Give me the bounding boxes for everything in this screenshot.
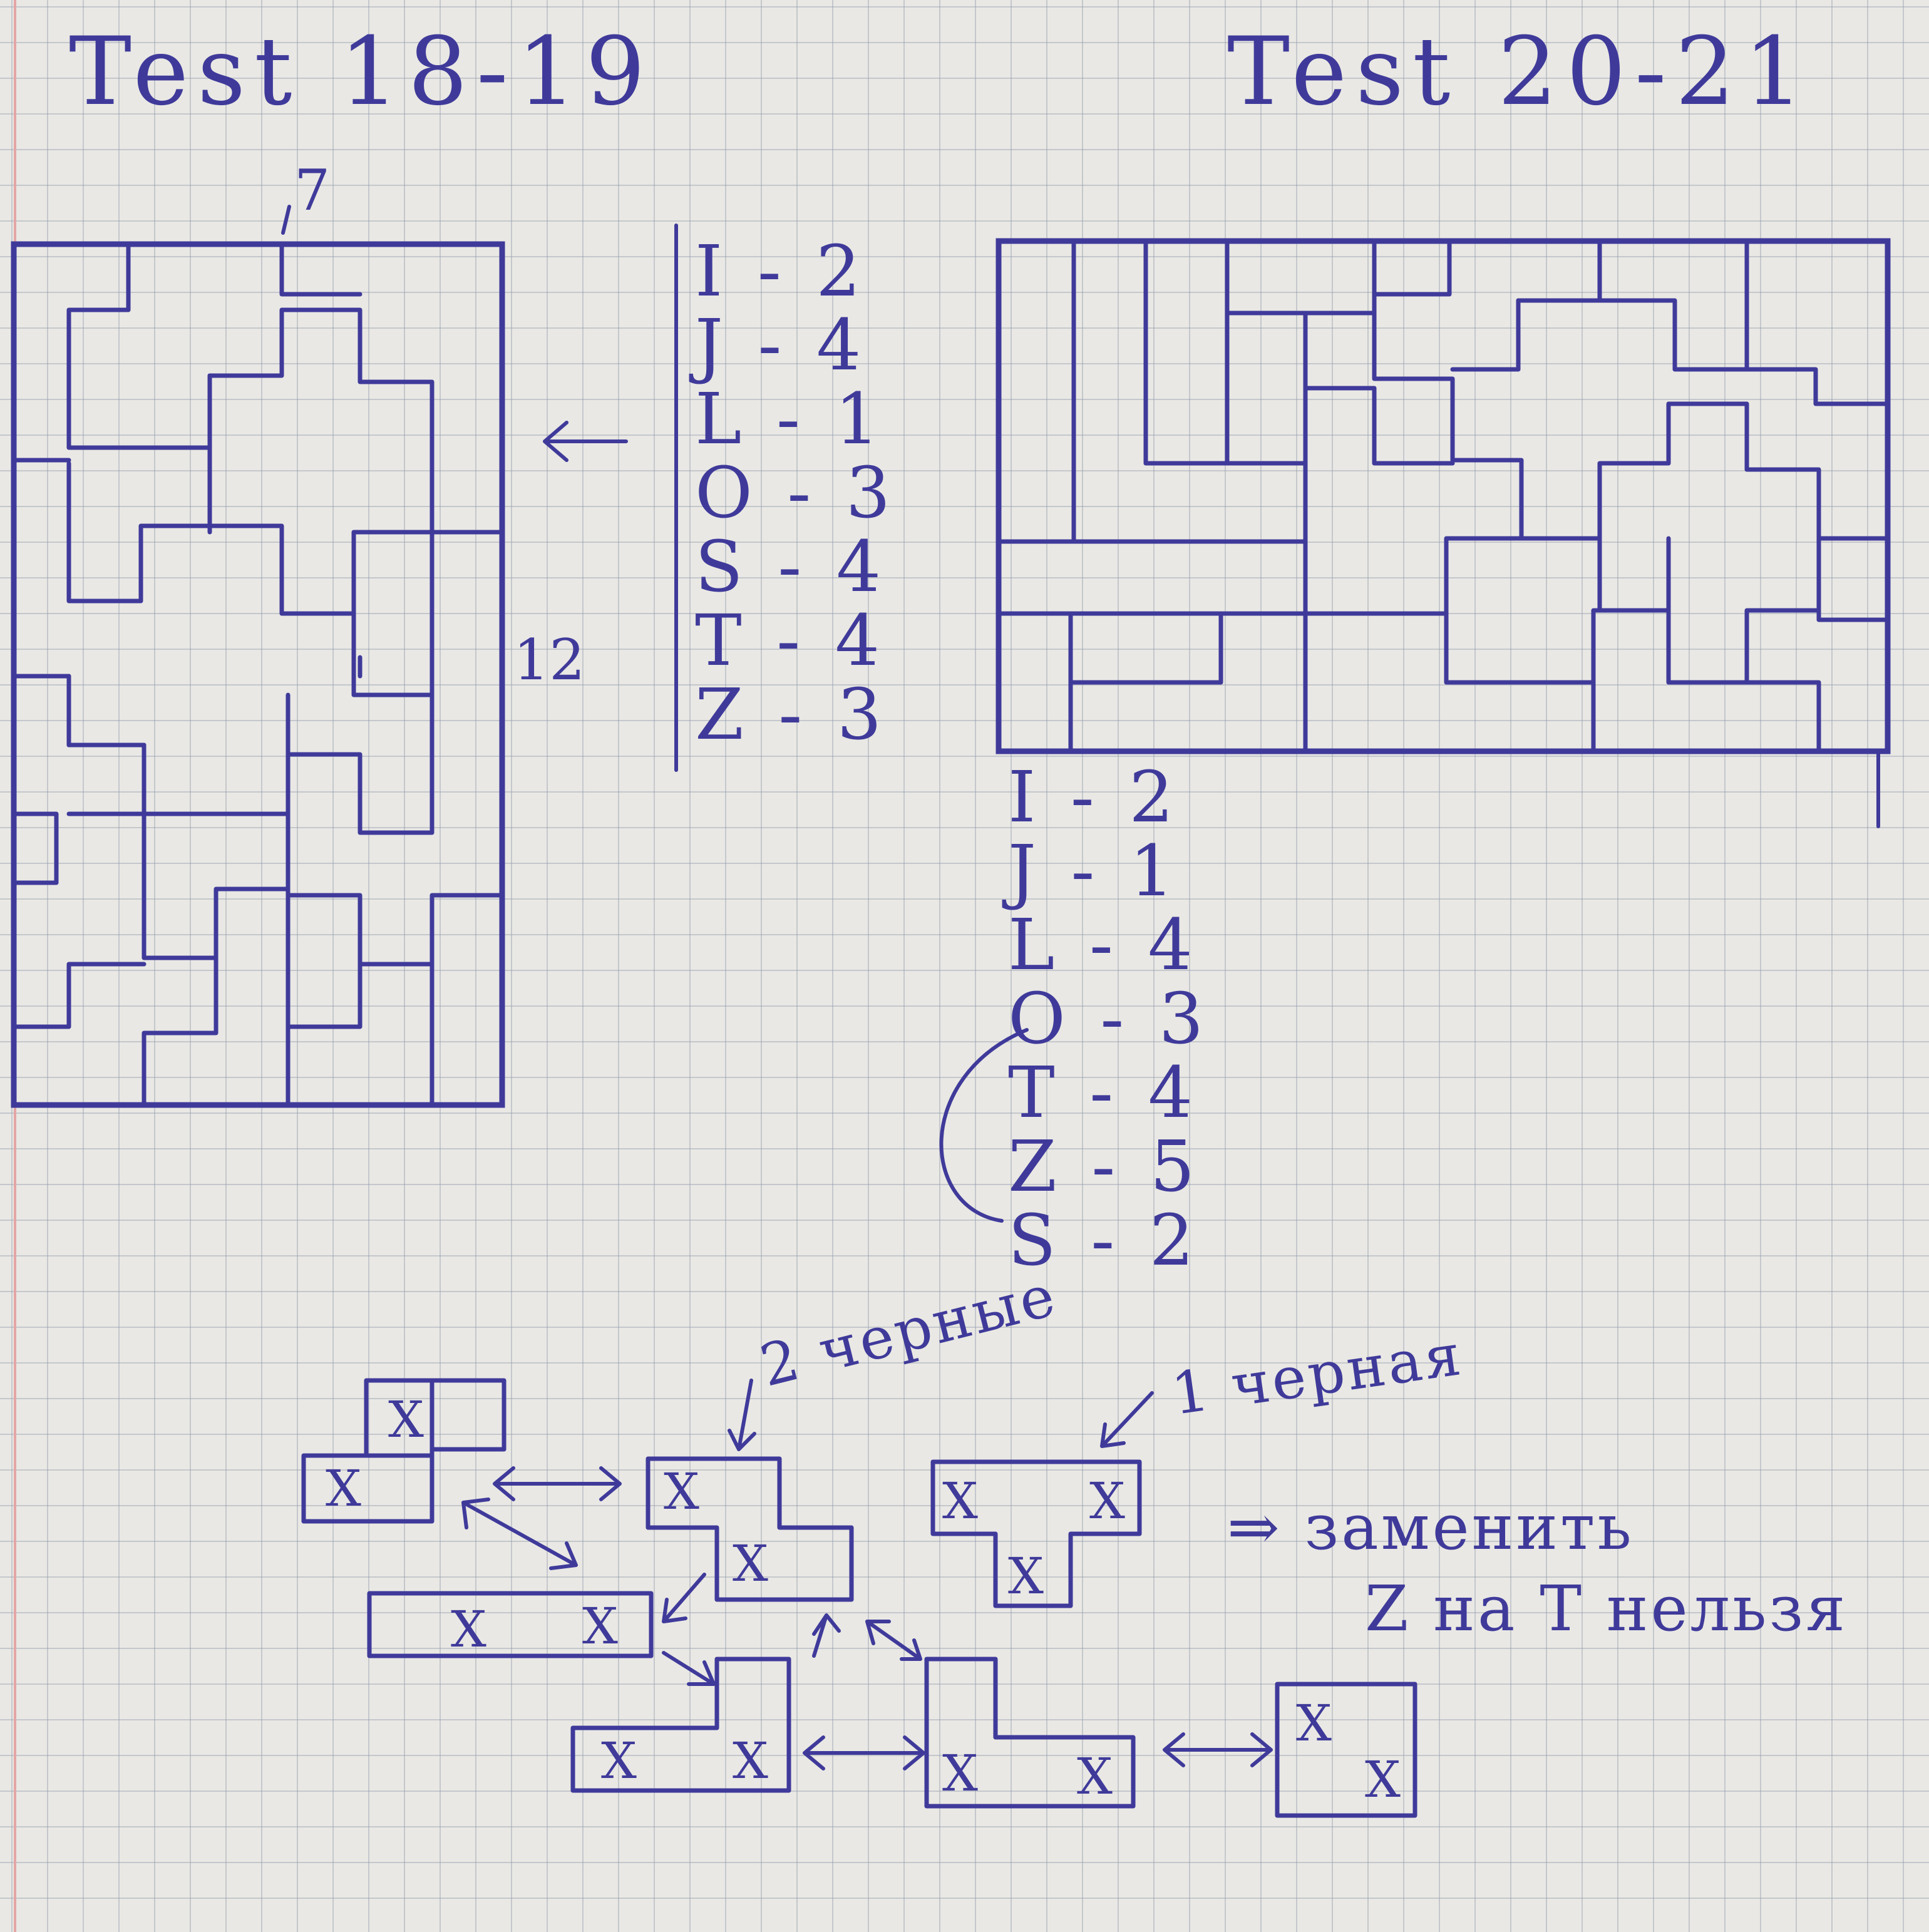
right-tetromino-grid (999, 241, 1888, 826)
right-grid-pieces (999, 241, 1888, 751)
x-mark: X (582, 1597, 618, 1655)
x-mark: X (942, 1744, 978, 1802)
list-to-grid-arrow (545, 423, 626, 460)
swap-curve-arrow (941, 1030, 1027, 1221)
piece-swap-diagram: X X X X X X X X X X X X X X X (304, 1380, 1415, 1816)
x-mark: X (1077, 1747, 1113, 1806)
x-mark: X (326, 1459, 361, 1518)
x-mark: X (1296, 1694, 1332, 1752)
x-mark: X (1008, 1547, 1044, 1605)
right-grid-frame (999, 241, 1888, 751)
width-marker-tick (283, 207, 289, 233)
x-mark: X (1365, 1750, 1401, 1809)
x-marks: X X X X X X X X X X X X X X X (326, 1390, 1401, 1809)
left-tetromino-grid (14, 207, 502, 1105)
x-mark: X (733, 1534, 768, 1593)
swap-arrows (463, 1380, 1271, 1769)
x-mark: X (388, 1390, 424, 1449)
x-mark: X (733, 1732, 768, 1790)
x-mark: X (451, 1600, 486, 1658)
left-grid-frame (14, 244, 502, 1105)
x-mark: X (1089, 1472, 1125, 1530)
x-mark: X (601, 1732, 637, 1790)
left-grid-pieces (14, 244, 502, 1105)
x-mark: X (664, 1462, 699, 1521)
x-mark: X (942, 1472, 978, 1530)
